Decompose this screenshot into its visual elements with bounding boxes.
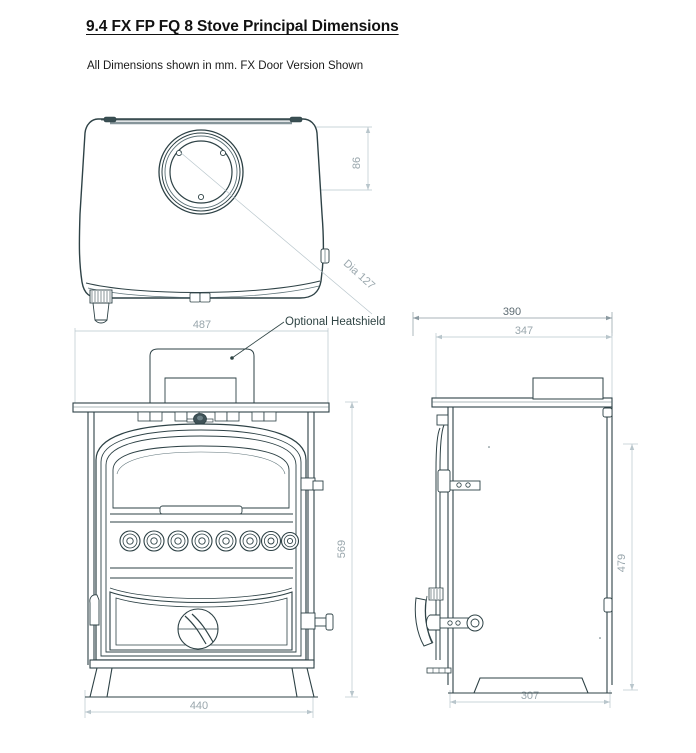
page-subtitle: All Dimensions shown in mm. FX Door Vers… — [87, 60, 364, 72]
air-vent — [143, 530, 165, 552]
air-vent — [119, 530, 141, 552]
air-vent — [260, 530, 282, 552]
air-vent — [167, 530, 189, 552]
air-vent — [239, 530, 261, 552]
side-heatshield — [532, 377, 604, 400]
front-top-plate — [72, 402, 330, 413]
front-spinner-knob[interactable] — [177, 608, 219, 650]
side-rear-hinges — [602, 407, 613, 613]
dim-390-geometry — [412, 312, 613, 336]
air-vent — [215, 530, 237, 552]
heatshield-leader-dot — [230, 356, 234, 360]
side-front-bracket — [426, 667, 452, 674]
page-title: 9.4 FX FP FQ 8 Stove Principal Dimension… — [86, 18, 399, 35]
front-top-brackets — [137, 411, 277, 422]
front-door-glass-reflection — [116, 451, 286, 475]
top-side-latch — [320, 248, 330, 264]
heatshield-inner-panel — [164, 377, 237, 406]
dim-569-text: 569 — [336, 540, 348, 558]
heatshield-leader — [231, 321, 285, 359]
side-top-left-boss — [436, 414, 449, 426]
front-door-frame-inner — [100, 429, 302, 657]
dim-440-text: 440 — [190, 700, 208, 712]
dim-440-geometry — [84, 690, 314, 718]
dim-86-text: 86 — [351, 157, 363, 169]
dim-487-geometry — [74, 328, 329, 412]
front-air-vents — [119, 530, 300, 552]
side-interior-ticks — [488, 446, 601, 639]
flue-collar — [158, 129, 244, 215]
front-legs — [89, 667, 315, 698]
dim-569-geometry — [345, 401, 358, 698]
dim-487-text: 487 — [193, 319, 211, 331]
side-body-walls — [447, 407, 613, 685]
side-view: 390 347 479 — [412, 306, 638, 708]
top-air-pipe-stub — [89, 289, 113, 324]
front-door-glass — [112, 445, 290, 509]
dim-390-text: 390 — [503, 306, 521, 318]
front-door-handle[interactable] — [300, 612, 334, 631]
front-base-plinth — [89, 659, 315, 669]
front-view: 487 569 440 — [72, 316, 385, 718]
front-door-latch-upper[interactable] — [300, 477, 324, 491]
side-upper-latch[interactable] — [437, 469, 481, 493]
top-front-catch — [189, 292, 211, 303]
dim-347-geometry — [435, 333, 613, 405]
dim-479-geometry — [623, 443, 638, 691]
air-vent — [191, 530, 213, 552]
dim-347-text: 347 — [515, 325, 533, 337]
top-rear-lugs — [103, 116, 303, 123]
side-handle-lever[interactable] — [414, 587, 484, 647]
heatshield-label: Optional Heatshield — [285, 316, 385, 328]
front-left-hinge — [89, 594, 100, 626]
dim-307-text: 307 — [521, 690, 539, 702]
front-baffle-bar — [159, 505, 243, 515]
front-mid-rails — [110, 513, 293, 579]
top-view: 86 — [78, 116, 377, 324]
dia-127-leader — [179, 151, 373, 315]
front-ashpan-door-inner — [109, 587, 293, 646]
air-vent — [280, 531, 300, 551]
dim-127-text: Dia 127 — [341, 258, 377, 292]
side-top-plate — [431, 397, 613, 408]
dim-479-text: 479 — [616, 554, 628, 572]
top-body-outline — [78, 118, 325, 299]
flue-collar-bolt-holes — [175, 149, 227, 201]
top-front-lip — [85, 280, 321, 293]
